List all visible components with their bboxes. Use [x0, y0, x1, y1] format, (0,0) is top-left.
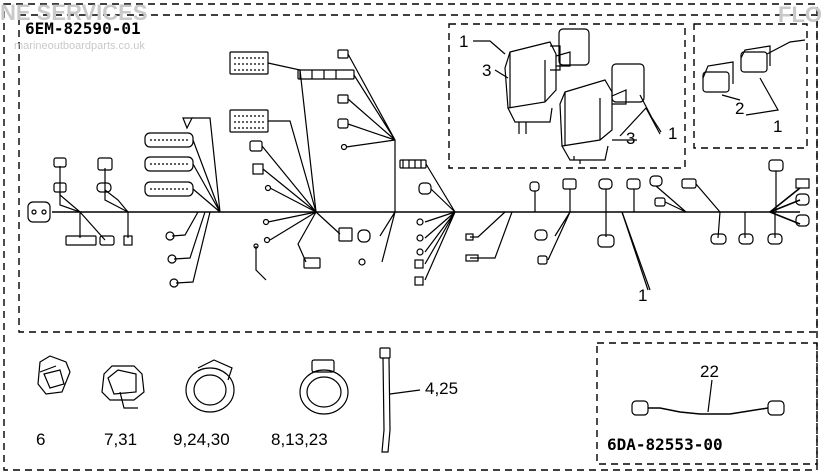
sub-assembly-frame — [596, 342, 818, 465]
sensor-body-a — [504, 41, 557, 109]
connector-small-3 — [99, 235, 115, 246]
center-cluster — [229, 49, 396, 281]
connector-small-2 — [53, 182, 67, 193]
connector-housing — [740, 51, 768, 73]
connector-cap-assembly — [702, 39, 806, 116]
leader-3-top — [494, 69, 509, 79]
sensor-cap-b — [611, 63, 645, 103]
callout-sensor-a: 3 — [482, 61, 492, 80]
connector-frame — [693, 23, 808, 149]
clip-6-drawing — [37, 355, 71, 395]
main-connector-left — [27, 201, 51, 223]
cable-tie-drawing — [379, 347, 421, 453]
connector-small-1 — [53, 157, 67, 168]
leader-1-right — [639, 94, 662, 133]
leader-1-cap — [745, 77, 779, 116]
left-lower-drops — [165, 211, 211, 288]
sensor-body-b — [559, 79, 613, 147]
sensor-assembly — [473, 28, 662, 164]
sub-part-number: 6DA-82553-00 — [607, 435, 723, 454]
main-part-number: 6EM-82590-01 — [25, 19, 141, 38]
clip-label-9-24-30: 9,24,30 — [173, 430, 230, 449]
clip-label-4-25: 4,25 — [425, 379, 459, 398]
callout-harness: 1 — [638, 286, 648, 305]
sub-connector-left — [631, 400, 649, 416]
harness-trunk — [52, 187, 801, 225]
watermark-site: marineoutboardparts.co.uk — [14, 40, 145, 52]
sensor-cap-a — [558, 28, 590, 66]
leader-1-top — [473, 40, 506, 55]
leader-2 — [721, 94, 741, 101]
callout-connector-b: 1 — [668, 124, 678, 143]
clip-9-drawing — [185, 359, 235, 413]
connector-small-4 — [123, 235, 133, 246]
watermark-top: NE SERVICES — [0, 0, 148, 25]
sensor-frame — [448, 23, 686, 169]
connector-round — [96, 182, 112, 193]
left-branches — [53, 157, 133, 246]
connector-cap — [702, 71, 730, 93]
sensor-bracket-b — [561, 145, 609, 161]
callout-sub-harness: 22 — [700, 362, 719, 381]
harness-frame — [18, 14, 818, 333]
connector-multi-pin — [65, 235, 97, 246]
callout-cap: 2 — [735, 99, 745, 118]
sensor-bracket-a — [507, 107, 553, 123]
callout-connector-a: 1 — [459, 32, 469, 51]
right-center-cluster — [399, 159, 651, 291]
clip-8-drawing — [299, 359, 349, 415]
clip-label-7-31: 7,31 — [104, 430, 138, 449]
leader-harness — [621, 211, 649, 291]
ecu-connectors — [144, 117, 221, 213]
callout-sensor-b: 3 — [626, 129, 636, 148]
leader-22 — [707, 379, 713, 413]
dashed-frames — [3, 3, 818, 471]
sub-assembly-harness — [631, 379, 785, 416]
clip-label-6: 6 — [36, 430, 46, 449]
sub-connector-right — [767, 400, 785, 416]
watermark-corner: FLO — [778, 2, 821, 27]
callout-connector-c: 1 — [773, 117, 783, 136]
right-cluster — [626, 159, 810, 245]
connector-square — [97, 157, 113, 171]
clip-label-8-13-23: 8,13,23 — [271, 430, 328, 449]
clip-7-drawing — [101, 365, 145, 409]
